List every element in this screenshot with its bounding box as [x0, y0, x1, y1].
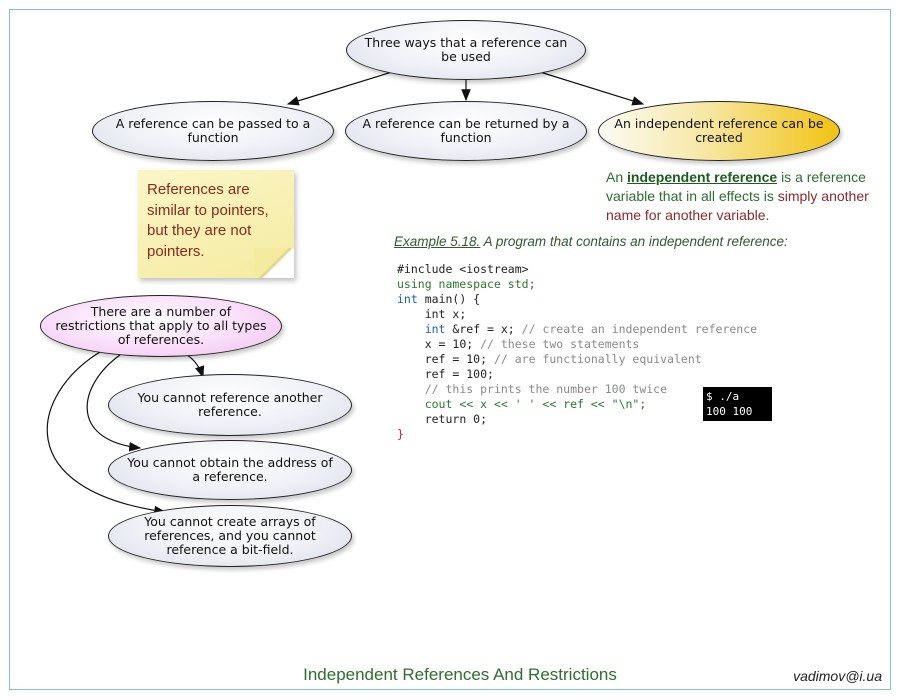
arrow-root-to-passed	[286, 71, 393, 106]
code-assign1: x = 10;	[424, 337, 474, 351]
code-assign1-comment: // these two statements	[480, 337, 640, 351]
arrow-restrictions-to-second	[86, 354, 142, 452]
code-assign3: ref = 100;	[424, 367, 494, 381]
restriction-3-ellipse: You cannot create arrays of references, …	[108, 505, 352, 567]
sticky-note: References are similar to pointers, but …	[138, 170, 294, 278]
definition-middle: is a reference variable that in all effe…	[606, 169, 866, 204]
arrow-restrictions-to-third	[46, 351, 167, 516]
slide-title: Independent References And Restrictions	[303, 665, 617, 684]
code-listing: #include <iostream> using namespace std;…	[397, 262, 758, 441]
code-print-comment: // this prints the number 100 twice	[424, 382, 668, 396]
example-caption: Example 5.18. A program that contains an…	[394, 234, 814, 249]
restriction-3-label: You cannot create arrays of references, …	[144, 514, 316, 557]
definition-highlight: simply another name for another variable	[606, 188, 869, 223]
way-passed-label: A reference can be passed to a function	[115, 116, 311, 145]
note-curl	[254, 248, 294, 278]
code-ref-comment: // create an independent reference	[521, 322, 758, 336]
way-independent-ellipse: An independent reference can be created	[598, 101, 840, 161]
code-cout-line: cout << x << ' ' << ref << "\n";	[424, 397, 647, 411]
terminal-line-1: $ ./a	[706, 390, 740, 403]
restriction-2-label: You cannot obtain the address of a refer…	[127, 455, 333, 484]
slide-frame	[9, 9, 891, 690]
code-include: #include <iostream>	[397, 262, 529, 276]
definition-suffix: .	[765, 207, 770, 223]
code-ref-type: int	[424, 322, 446, 336]
definition-text: An independent reference is a reference …	[606, 168, 876, 225]
root-label: Three ways that a reference can be used	[364, 35, 568, 64]
code-using-kw: using namespace	[397, 277, 501, 291]
sticky-note-text: References are similar to pointers, but …	[147, 181, 269, 260]
code-main-type: int	[397, 292, 418, 306]
way-independent-label: An independent reference can be created	[614, 116, 824, 145]
restriction-1-label: You cannot reference another reference.	[137, 390, 323, 419]
way-passed-ellipse: A reference can be passed to a function	[92, 101, 334, 161]
arrow-restrictions-to-first	[186, 354, 205, 379]
root-ellipse: Three ways that a reference can be used	[346, 20, 586, 80]
code-using-ns: std	[507, 277, 529, 291]
code-close: }	[397, 427, 404, 441]
code-decl-x: int x;	[424, 307, 467, 321]
terminal-output: $ ./a 100 100	[703, 387, 772, 421]
code-ref-name: &ref = x;	[452, 322, 515, 336]
restrictions-root-label: There are a number of restrictions that …	[55, 304, 267, 347]
arrow-root-to-independent	[539, 71, 645, 106]
code-assign2: ref = 10;	[424, 352, 488, 366]
way-returned-label: A reference can be returned by a functio…	[362, 116, 570, 145]
restriction-2-ellipse: You cannot obtain the address of a refer…	[108, 440, 352, 500]
restrictions-root-ellipse: There are a number of restrictions that …	[40, 295, 282, 357]
definition-term: independent reference	[627, 169, 778, 185]
example-label: Example 5.18.	[394, 234, 481, 249]
code-main-name: main() {	[424, 292, 481, 306]
code-assign2-comment: // are functionally equivalent	[493, 352, 702, 366]
example-title: A program that contains an independent r…	[483, 234, 788, 249]
definition-prefix: An	[606, 169, 624, 185]
code-return-line: return 0;	[424, 412, 488, 426]
terminal-line-2: 100 100	[706, 405, 753, 418]
author-email: vadimov@i.ua	[793, 668, 882, 684]
restriction-1-ellipse: You cannot reference another reference.	[108, 374, 352, 436]
way-returned-ellipse: A reference can be returned by a functio…	[345, 101, 587, 161]
